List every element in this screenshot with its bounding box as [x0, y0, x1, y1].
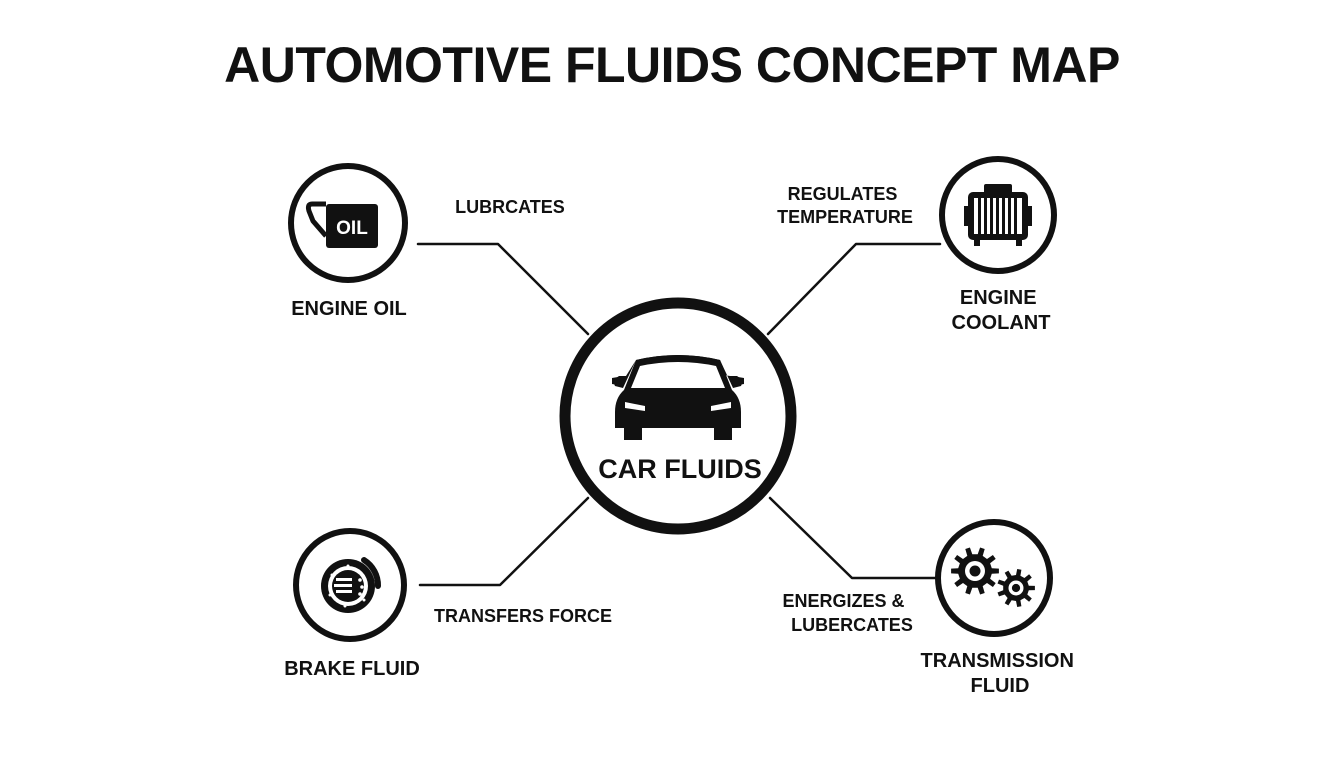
relation-line: ENERGIZES & — [782, 591, 904, 611]
relation-label-transmission-fluid: ENERGIZES & LUBERCATES — [782, 591, 912, 635]
node-label-brake-fluid: BRAKE FLUID — [284, 658, 420, 680]
node-label-line: FLUID — [971, 675, 1030, 697]
relation-line: LUBERCATES — [791, 615, 913, 635]
node-label-engine-coolant: ENGINE COOLANT — [952, 287, 1051, 334]
node-label-line: BRAKE FLUID — [284, 658, 420, 680]
node-engine-coolant[interactable]: ENGINE COOLANT — [939, 156, 1057, 334]
center-node[interactable]: CAR FLUIDS — [559, 297, 797, 535]
page-title: AUTOMOTIVE FLUIDS CONCEPT MAP — [224, 37, 1120, 93]
node-transmission-fluid[interactable]: TRANSMISSION FLUID — [921, 519, 1080, 697]
connector-engine-coolant — [766, 242, 942, 336]
relation-line: TRANSFERS FORCE — [434, 606, 612, 626]
node-label-line: TRANSMISSION — [921, 650, 1074, 672]
center-label: CAR FLUIDS — [598, 454, 762, 484]
connector-transmission-fluid — [768, 496, 937, 580]
relation-label-engine-oil: LUBRCATES — [455, 197, 565, 217]
node-label-line: ENGINE OIL — [291, 298, 407, 320]
radiator-icon — [964, 184, 1032, 246]
node-label-line: COOLANT — [952, 312, 1051, 334]
node-label-engine-oil: ENGINE OIL — [291, 298, 407, 320]
brake-disc-icon — [321, 557, 382, 613]
relation-line: TEMPERATURE — [777, 207, 913, 227]
relation-label-brake-fluid: TRANSFERS FORCE — [434, 606, 612, 626]
connector-engine-oil — [416, 242, 590, 336]
car-icon — [612, 355, 744, 440]
relation-label-engine-coolant: REGULATES TEMPERATURE — [777, 184, 913, 227]
oil-can-text: OIL — [336, 218, 368, 239]
gears-icon — [951, 547, 1035, 607]
node-label-transmission-fluid: TRANSMISSION FLUID — [921, 650, 1080, 697]
relation-line: REGULATES — [788, 184, 898, 204]
small-gear-axle — [1011, 583, 1021, 593]
large-gear-axle — [969, 565, 981, 577]
connector-brake-fluid — [418, 496, 590, 587]
node-circle-transmission-fluid — [935, 519, 1053, 637]
node-brake-fluid[interactable]: BRAKE FLUID — [284, 528, 420, 680]
node-label-line: ENGINE — [960, 287, 1037, 309]
relation-line: LUBRCATES — [455, 197, 565, 217]
node-engine-oil[interactable]: OIL ENGINE OIL — [288, 163, 408, 320]
oil-can-icon: OIL — [305, 201, 378, 248]
